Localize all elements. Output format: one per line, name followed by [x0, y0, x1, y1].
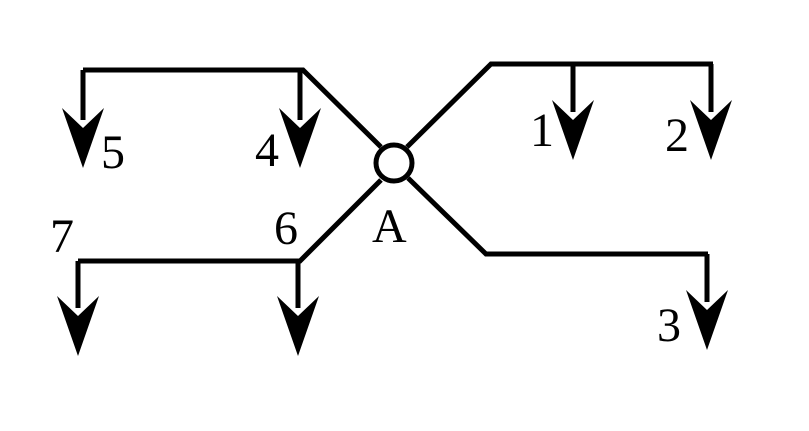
hub-label: A — [372, 200, 407, 253]
arrowhead-4 — [279, 108, 321, 168]
outlet-label-7: 7 — [50, 210, 74, 263]
arrowhead-1 — [552, 100, 594, 160]
edge-hub-to-lower-right — [406, 176, 708, 257]
arrowhead-3 — [686, 290, 728, 350]
edge-hub-to-upper-right — [405, 61, 713, 149]
outlet-label-2: 2 — [665, 109, 689, 162]
arrowhead-7 — [57, 296, 99, 356]
outlet-label-5: 5 — [101, 126, 125, 179]
outlet-label-4: 4 — [255, 124, 279, 177]
edge-hub-to-lower-left — [78, 178, 383, 264]
edge-hub-to-upper-left — [83, 67, 383, 149]
hub-node — [373, 142, 415, 184]
outlet-label-1: 1 — [530, 104, 554, 157]
arrowhead-2 — [690, 100, 732, 160]
arrowhead-6 — [277, 296, 319, 356]
outlet-label-6: 6 — [274, 202, 298, 255]
outlet-label-3: 3 — [657, 299, 681, 352]
arrowhead-5 — [62, 108, 104, 168]
